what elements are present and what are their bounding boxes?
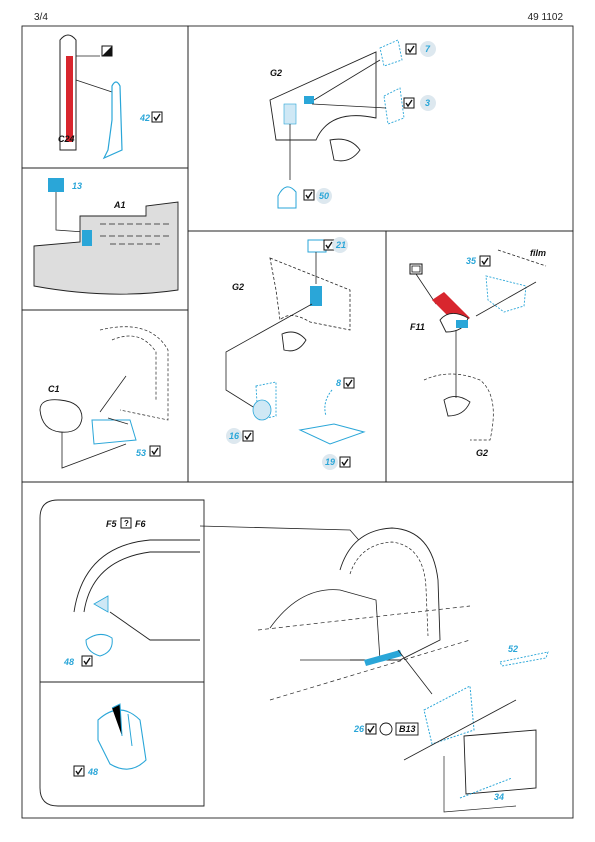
part-label: B13 xyxy=(399,724,416,734)
part-label: G2 xyxy=(270,68,282,78)
page-number: 3/4 xyxy=(34,12,48,23)
panel-g2-top: G2 7 3 50 xyxy=(269,39,436,209)
part-number: 26 xyxy=(353,724,365,734)
part-number: 16 xyxy=(229,431,240,441)
kit-code: 49 1102 xyxy=(527,12,563,23)
part-number: 3 xyxy=(425,98,430,108)
part-number: 21 xyxy=(335,240,346,250)
part-label: C1 xyxy=(48,384,60,394)
pe-panel xyxy=(48,178,64,192)
part-number: 42 xyxy=(139,113,150,123)
panel-c1: C1 53 xyxy=(39,326,169,469)
part-label: A1 xyxy=(113,200,126,210)
part-label: G2 xyxy=(232,282,244,292)
part-label: C24 xyxy=(58,134,75,144)
red-strap xyxy=(66,56,73,142)
part-label: F11 xyxy=(410,322,425,332)
part-number: 53 xyxy=(136,448,146,458)
part-number: 8 xyxy=(336,378,341,388)
panel-canopy: ? F5 F6 48 48 26 B13 52 34 xyxy=(63,517,549,813)
part-number: 19 xyxy=(325,457,335,467)
panel-f11: film 35 F11 G2 xyxy=(409,248,547,458)
part-number: 48 xyxy=(63,657,74,667)
part-number: 35 xyxy=(466,256,477,266)
part-number: 50 xyxy=(319,191,329,201)
panel-frames xyxy=(21,25,574,819)
part-number: 52 xyxy=(508,644,518,654)
part-label: F6 xyxy=(135,519,146,529)
panel-c24: C24 42 xyxy=(58,34,163,160)
part-number: 7 xyxy=(425,44,431,54)
panel-g2-mid: 21 G2 8 16 19 xyxy=(225,237,366,470)
film-label: film xyxy=(530,248,546,258)
part-label: F5 xyxy=(106,519,117,529)
part-number: 13 xyxy=(72,181,82,191)
part-number: 34 xyxy=(494,792,504,802)
part-label: G2 xyxy=(476,448,488,458)
part-number: 48 xyxy=(87,767,98,777)
panel-a1: 13 A1 xyxy=(33,178,179,295)
question-mark: ? xyxy=(124,519,129,528)
pe-belt xyxy=(102,81,123,160)
